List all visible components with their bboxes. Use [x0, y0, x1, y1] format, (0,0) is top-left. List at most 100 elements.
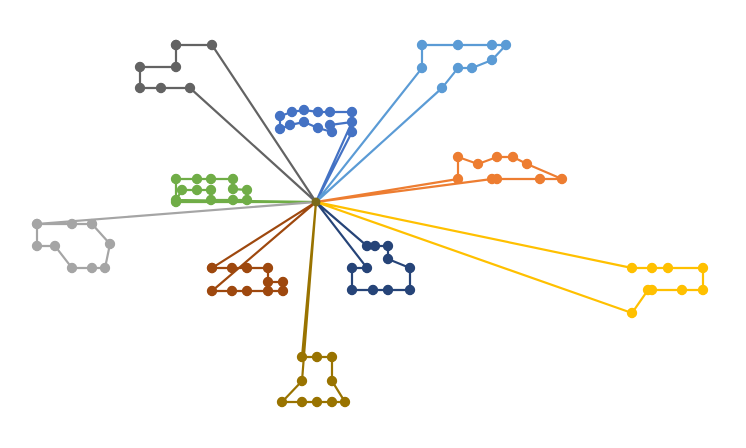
series-2-point [346, 126, 358, 138]
series-1-point [134, 82, 146, 94]
series-4-point [452, 173, 464, 185]
series-4-point [534, 173, 546, 185]
series-5-point [191, 173, 203, 185]
series-6-point [31, 218, 43, 230]
series-2-point [312, 106, 324, 118]
series-6-point [31, 240, 43, 252]
series-1-point [170, 39, 182, 51]
series-10-point [646, 262, 658, 274]
series-8-point [367, 284, 379, 296]
series-2-point [324, 106, 336, 118]
series-3-point [466, 62, 478, 74]
series-8-point [382, 253, 394, 265]
series-3-point [452, 39, 464, 51]
series-5-point [227, 173, 239, 185]
series-3-point [452, 62, 464, 74]
series-7-point [206, 285, 218, 297]
series-5-point [176, 184, 188, 196]
series-7-point [241, 285, 253, 297]
series-2-point [346, 106, 358, 118]
series-6-point [86, 218, 98, 230]
series-3-point [436, 82, 448, 94]
series-2-point [286, 106, 298, 118]
series-10-point [626, 307, 638, 319]
series-5-point [241, 194, 253, 206]
series-10-point [697, 284, 709, 296]
series-3-point [500, 39, 512, 51]
series-8-point [404, 262, 416, 274]
series-3-point [416, 39, 428, 51]
series-9-point [296, 396, 308, 408]
series-7-point [262, 285, 274, 297]
series-9-point [296, 375, 308, 387]
series-4-point [491, 151, 503, 163]
series-4-point [521, 158, 533, 170]
series-2-point [274, 123, 286, 135]
series-6-point [66, 218, 78, 230]
series-8-point [361, 240, 373, 252]
series-2-point [346, 116, 358, 128]
series-7-point [226, 262, 238, 274]
series-3-point [416, 62, 428, 74]
series-5-point [191, 184, 203, 196]
series-5-point [170, 173, 182, 185]
series-3-point [486, 39, 498, 51]
series-8-point [369, 240, 381, 252]
series-1-point [170, 61, 182, 73]
series-10-point [642, 284, 654, 296]
series-2-point [274, 110, 286, 122]
series-7-point [277, 276, 289, 288]
series-9-point [326, 351, 338, 363]
series-5-point [227, 183, 239, 195]
series-6-point [99, 262, 111, 274]
hub-point [311, 197, 321, 207]
series-9-point [311, 396, 323, 408]
series-7-point [262, 262, 274, 274]
series-2-point [324, 119, 336, 131]
series-6-point [86, 262, 98, 274]
series-4-point [556, 173, 568, 185]
series-6-point [66, 262, 78, 274]
series-8-point [361, 262, 373, 274]
series-1-point [134, 61, 146, 73]
series-7-point [277, 285, 289, 297]
series-6-point [104, 238, 116, 250]
series-6-point [49, 240, 61, 252]
series-9-point [339, 396, 351, 408]
series-4-point [452, 151, 464, 163]
series-2-point [298, 116, 310, 128]
series-1-point [155, 82, 167, 94]
series-8-point [382, 240, 394, 252]
series-2-point [312, 122, 324, 134]
series-10-point [662, 262, 674, 274]
series-9-line [280, 201, 347, 404]
series-9-point [311, 351, 323, 363]
series-8-point [346, 284, 358, 296]
series-7-point [262, 276, 274, 288]
series-5-point [205, 173, 217, 185]
series-7-point [226, 285, 238, 297]
series-7-point [241, 262, 253, 274]
series-4-point [507, 151, 519, 163]
series-5-point [205, 194, 217, 206]
series-3-point [486, 54, 498, 66]
series-5-point [205, 184, 217, 196]
series-5-point [227, 194, 239, 206]
series-8-point [382, 284, 394, 296]
series-2-point [284, 119, 296, 131]
series-5-point [241, 184, 253, 196]
series-2-point [298, 104, 310, 116]
series-10-point [676, 284, 688, 296]
series-1-point [206, 39, 218, 51]
series-9-point [326, 375, 338, 387]
series-6-line [35, 200, 317, 270]
series-7-line [210, 201, 317, 293]
series-8-point [346, 262, 358, 274]
series-9-point [326, 396, 338, 408]
series-9-point [276, 396, 288, 408]
series-10-line [315, 200, 705, 315]
series-layer [31, 39, 709, 408]
series-4-point [486, 173, 498, 185]
series-4-point [472, 158, 484, 170]
